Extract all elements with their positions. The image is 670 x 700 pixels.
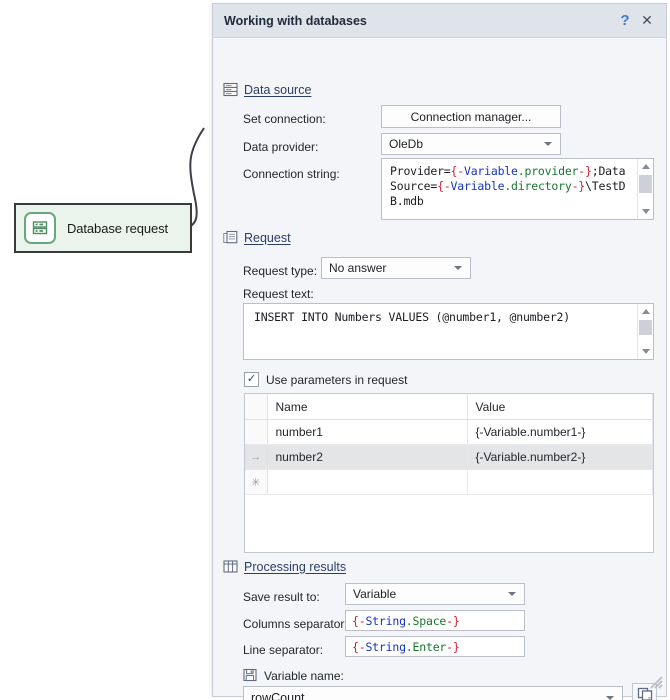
chevron-down-icon <box>508 592 516 596</box>
line-separator-input[interactable]: {-String.Enter-} <box>345 636 525 657</box>
table-header-row: Name Value <box>245 394 653 420</box>
connector-link <box>183 127 205 231</box>
columns-separator-label: Columns separator: <box>243 617 348 631</box>
cell-name[interactable] <box>267 469 468 495</box>
connection-string-textarea[interactable]: Provider={-Variable.provider-};Data Sour… <box>381 158 654 220</box>
variable-name-value: rowCount <box>251 690 305 700</box>
section-title-data-source: Data source <box>244 82 312 97</box>
dialog-title: Working with databases <box>224 13 367 28</box>
checkbox-box: ✓ <box>244 372 259 387</box>
node-label: Database request <box>67 220 169 236</box>
columns-separator-input[interactable]: {-String.Space-} <box>345 610 525 631</box>
line-separator-label: Line separator: <box>243 643 324 657</box>
table-grid-icon <box>223 559 238 574</box>
cell-value[interactable]: {-Variable.number1-} <box>467 419 653 445</box>
scroll-up-icon[interactable] <box>638 159 653 174</box>
scroll-up-icon[interactable] <box>638 304 653 319</box>
request-text-value: INSERT INTO Numbers VALUES (@number1, @n… <box>254 310 571 324</box>
close-icon[interactable]: ✕ <box>641 12 653 28</box>
request-text-textarea[interactable]: INSERT INTO Numbers VALUES (@number1, @n… <box>243 303 654 360</box>
connection-manager-button[interactable]: Connection manager... <box>381 105 561 128</box>
scroll-down-icon[interactable] <box>638 204 653 219</box>
request-text-label: Request text: <box>243 287 314 301</box>
section-title-request: Request <box>244 230 291 245</box>
save-disk-icon <box>243 668 258 683</box>
cell-value[interactable] <box>467 469 653 495</box>
dialog-body: Data source Set connection: Connection m… <box>213 38 666 700</box>
row-marker[interactable]: → <box>245 444 268 470</box>
cell-name[interactable]: number2 <box>267 444 468 470</box>
table-row[interactable]: ✳ <box>245 469 653 495</box>
section-header-processing-results: Processing results <box>223 559 346 574</box>
row-marker[interactable] <box>245 419 268 445</box>
copy-windows-icon <box>637 686 653 700</box>
flow-canvas[interactable]: Database request <box>0 0 212 700</box>
section-title-processing-results: Processing results <box>244 559 347 574</box>
parameters-table[interactable]: Name Value number1{-Variable.number1-}→n… <box>244 393 654 553</box>
chevron-down-icon <box>606 695 614 700</box>
dialog-titlebar[interactable]: Working with databases ? ✕ <box>213 4 666 38</box>
titlebar-buttons: ? ✕ <box>614 12 666 29</box>
request-text-scrollbar[interactable] <box>637 304 653 359</box>
data-provider-label: Data provider: <box>243 140 319 154</box>
section-header-data-source: Data source <box>223 82 311 97</box>
section-header-request: Request <box>223 230 291 245</box>
table-row[interactable]: number1{-Variable.number1-} <box>245 419 653 445</box>
cell-name[interactable]: number1 <box>267 419 468 445</box>
data-provider-select[interactable]: OleDb <box>381 133 561 155</box>
table-header-name: Name <box>267 394 468 420</box>
set-connection-label: Set connection: <box>243 112 326 126</box>
scrollbar-thumb[interactable] <box>639 320 652 335</box>
row-marker[interactable]: ✳ <box>245 469 268 495</box>
table-row[interactable]: →number2{-Variable.number2-} <box>245 444 653 470</box>
cell-value[interactable]: {-Variable.number2-} <box>467 444 653 470</box>
save-result-label: Save result to: <box>243 590 320 604</box>
use-parameters-label: Use parameters in request <box>266 372 408 387</box>
document-request-icon <box>223 230 238 245</box>
node-database-request[interactable]: Database request <box>14 203 192 253</box>
scrollbar-thumb[interactable] <box>639 175 652 193</box>
help-icon[interactable]: ? <box>620 12 630 29</box>
request-type-value: No answer <box>329 261 387 275</box>
request-type-label: Request type: <box>243 264 318 278</box>
request-type-select[interactable]: No answer <box>321 257 471 279</box>
variable-name-label: Variable name: <box>264 668 344 683</box>
variable-name-select[interactable]: rowCount <box>243 686 623 700</box>
variable-name-header: Variable name: <box>243 668 344 683</box>
connection-string-value: Provider={-Variable.provider-};Data Sour… <box>390 164 633 208</box>
chevron-down-icon <box>544 142 552 146</box>
chevron-down-icon <box>454 266 462 270</box>
table-header-value: Value <box>467 394 653 420</box>
data-provider-value: OleDb <box>389 137 424 151</box>
scroll-down-icon[interactable] <box>638 344 653 359</box>
connection-string-scrollbar[interactable] <box>637 159 653 219</box>
resize-grip[interactable] <box>649 675 663 694</box>
connection-string-label: Connection string: <box>243 167 340 181</box>
save-result-value: Variable <box>353 587 397 601</box>
database-icon <box>24 212 56 244</box>
use-parameters-checkbox[interactable]: ✓ Use parameters in request <box>244 372 407 387</box>
table-header-marker <box>245 394 268 420</box>
save-result-select[interactable]: Variable <box>345 583 525 605</box>
dialog-working-with-databases: Working with databases ? ✕ <box>212 3 667 700</box>
database-stack-icon <box>223 82 238 97</box>
